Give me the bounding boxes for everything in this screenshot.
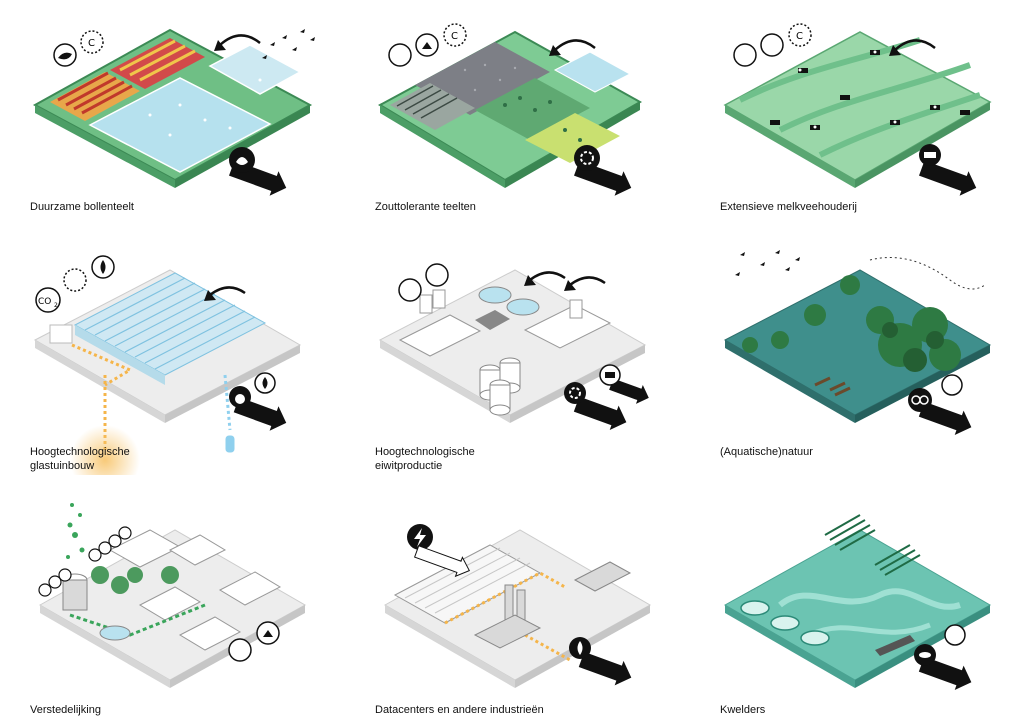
caption-line: eiwitproductie	[375, 460, 443, 472]
caption-line: Kwelders	[720, 704, 766, 716]
caption-line: Hoogtechnologische	[30, 446, 130, 458]
svg-text:C: C	[88, 38, 95, 49]
panel-kwelders: Kwelders	[720, 495, 1024, 725]
panel-duurzame-bollenteelt: C Duurzame bollenteelt	[30, 10, 350, 240]
panel-datacenters-industrie: Datacenters en andere industrieën	[375, 495, 695, 725]
data-illustration	[383, 524, 652, 688]
caption-melkvee: Extensieve melkveehouderij	[720, 200, 857, 214]
panel-hoogtechnologische-glastuinbouw: CO 2 Hoogtechnologische glastuinbouw	[30, 245, 350, 475]
svg-text:C: C	[796, 31, 803, 42]
caption-line: Duurzame bollenteelt	[30, 201, 134, 213]
shrimp-icon	[564, 382, 586, 404]
panel-verstedelijking: Verstedelijking	[30, 495, 350, 725]
water-drop-icon	[100, 260, 106, 274]
shrimp-icon	[574, 145, 600, 171]
caption-zout: Zouttolerante teelten	[375, 200, 476, 214]
panel-aquatische-natuur: (Aquatische)natuur	[720, 245, 1024, 475]
caption-line: Verstedelijking	[30, 704, 101, 716]
caption-line: glastuinbouw	[30, 460, 95, 472]
stad-illustration	[38, 503, 307, 688]
melkvee-illustration: C	[723, 23, 992, 196]
caption-glas: Hoogtechnologische glastuinbouw	[30, 445, 130, 473]
bollenteelt-illustration: C	[32, 28, 315, 196]
caption-line: (Aquatische)natuur	[720, 446, 813, 458]
glas-illustration: CO 2	[33, 255, 302, 475]
panel-extensieve-melkveehouderij: C Extensieve melkveehouderij	[720, 10, 1024, 240]
caption-data: Datacenters en andere industrieën	[375, 703, 544, 717]
caption-line: Datacenters en andere industrieën	[375, 704, 544, 716]
caption-bollenteelt: Duurzame bollenteelt	[30, 200, 134, 214]
caption-line: Hoogtechnologische	[375, 446, 475, 458]
caption-eiwit: Hoogtechnologische eiwitproductie	[375, 445, 475, 473]
caption-line: Extensieve melkveehouderij	[720, 201, 857, 213]
caption-natuur: (Aquatische)natuur	[720, 445, 813, 459]
co2-icon: CO	[38, 297, 51, 307]
eiwit-illustration	[378, 263, 649, 431]
zout-illustration: C	[377, 23, 643, 196]
caption-line: Zouttolerante teelten	[375, 201, 476, 213]
co2-subscript: 2	[54, 302, 58, 309]
kwelders-illustration	[723, 514, 992, 691]
panel-hoogtechnologische-eiwitproductie: Hoogtechnologische eiwitproductie	[375, 245, 695, 475]
panel-zouttolerante-teelten: C Zouttolerante teelten	[375, 10, 695, 240]
caption-stad: Verstedelijking	[30, 703, 101, 717]
svg-text:C: C	[451, 31, 458, 42]
caption-kwelders: Kwelders	[720, 703, 765, 717]
natuur-illustration	[723, 250, 992, 436]
